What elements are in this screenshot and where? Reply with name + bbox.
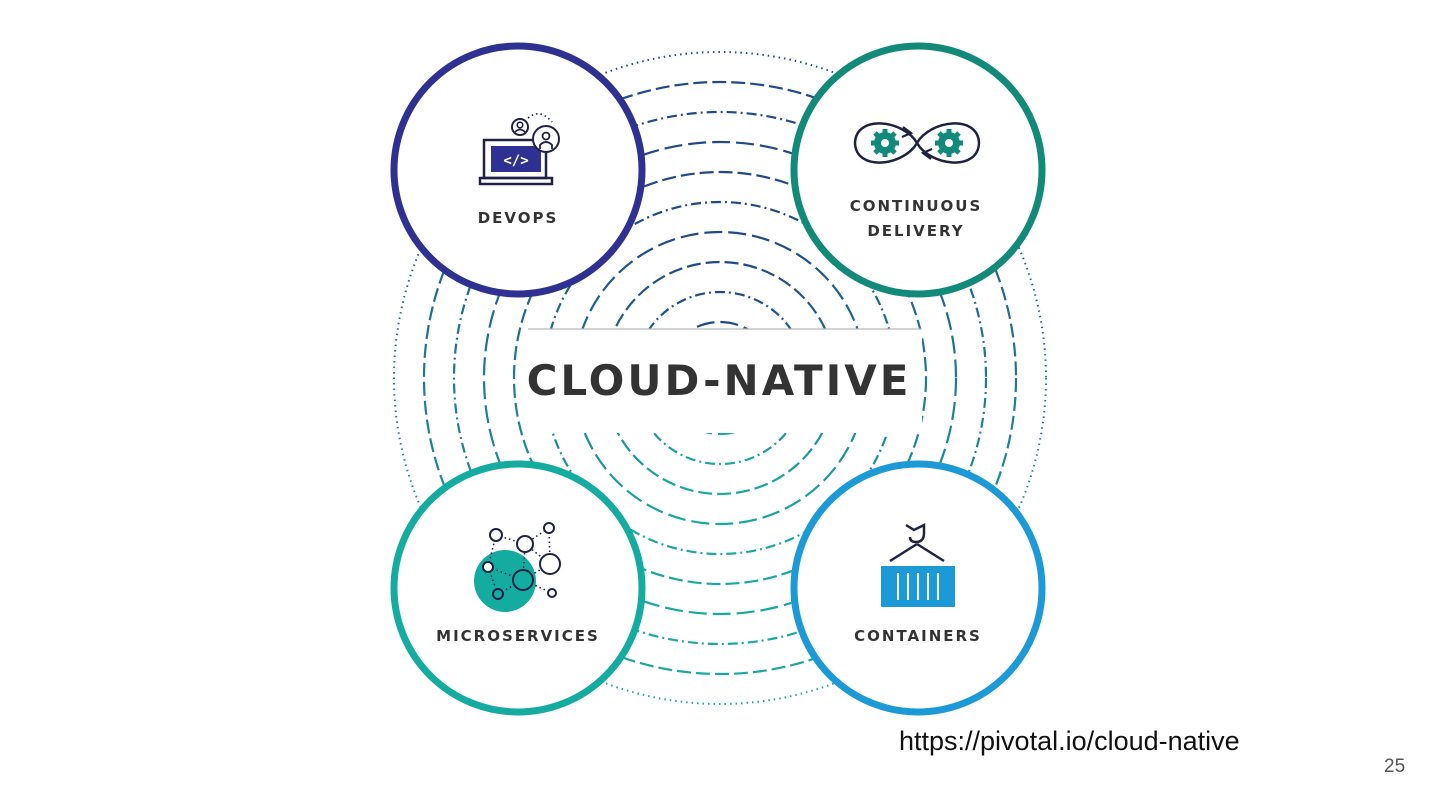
laptop-code-users-icon: </>	[478, 113, 560, 186]
svg-text:</>: </>	[503, 153, 528, 169]
center-title-band: CLOUD-NATIVE	[527, 328, 922, 433]
devops-label: DEVOPS	[478, 209, 559, 227]
source-url: https://pivotal.io/cloud-native	[899, 726, 1240, 756]
continuous-delivery-circle	[790, 42, 1046, 298]
shipping-container-crane-icon	[881, 522, 955, 607]
ring-9	[422, 80, 1018, 676]
network-nodes-icon	[474, 522, 561, 612]
continuous-delivery-label-line1: CONTINUOUS	[850, 197, 983, 215]
node-containers: CONTAINERS	[790, 460, 1046, 716]
node-continuous-delivery: CONTINUOUS DELIVERY	[790, 42, 1046, 298]
page-number: 25	[1384, 756, 1406, 777]
gears-infinity-loop-icon	[853, 122, 981, 164]
microservices-label: MICROSERVICES	[436, 627, 600, 645]
ring-10	[393, 51, 1047, 705]
continuous-delivery-label-line2: DELIVERY	[867, 222, 964, 240]
node-devops: </> DEVOPS	[390, 42, 646, 298]
ring-6	[512, 170, 928, 586]
ring-7	[482, 140, 958, 616]
ring-8	[452, 110, 988, 646]
concentric-rings	[393, 51, 1047, 705]
node-microservices: MICROSERVICES	[390, 460, 646, 716]
containers-label: CONTAINERS	[854, 627, 982, 645]
center-title: CLOUD-NATIVE	[527, 356, 912, 405]
